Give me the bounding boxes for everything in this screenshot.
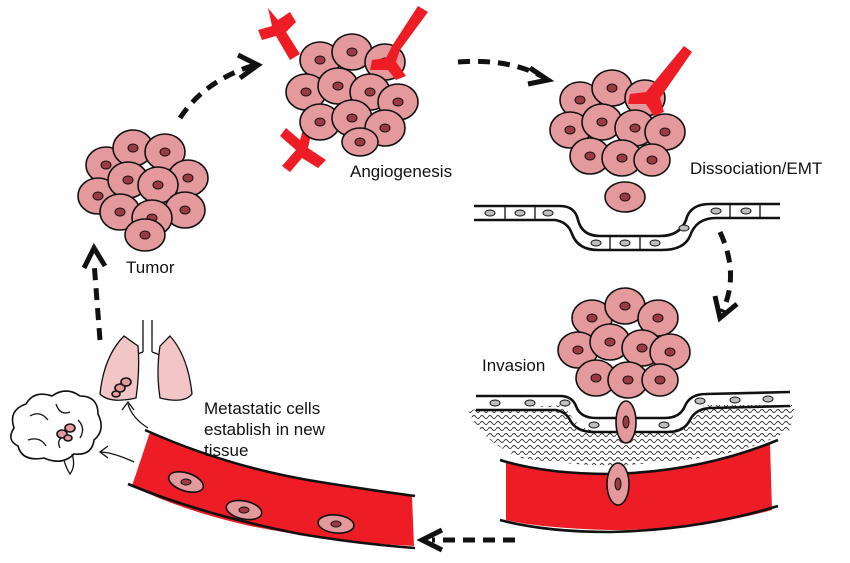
lung-icon: [99, 320, 193, 401]
blood-vessel-branch: [370, 6, 428, 80]
arrow-emt-to-invasion: [717, 230, 733, 314]
tumor-cluster: [77, 129, 209, 252]
label-angiogenesis: Angiogenesis: [350, 162, 453, 181]
label-dissociation-emt: Dissociation/EMT: [690, 159, 823, 178]
arrowhead: [527, 65, 555, 87]
angiogenesis-cluster: [258, 6, 428, 172]
circulation-vessel: [127, 428, 416, 550]
arrow-vessel-to-lung: [127, 403, 149, 429]
invasion-group: [468, 287, 795, 534]
label-invasion: Invasion: [482, 356, 546, 375]
blood-vessel-branch: [258, 8, 300, 60]
arrowhead: [236, 52, 263, 81]
label-metastasis: Metastatic cells establish in new tissue: [204, 399, 325, 460]
blood-vessel-branch: [280, 126, 326, 172]
arrow-tumor-to-angiogenesis: [177, 62, 256, 120]
blood-vessel-branch: [628, 46, 692, 116]
arrow-vessel-to-brain: [99, 451, 135, 463]
endothelium: [474, 202, 780, 252]
arrow-lung-to-tumor: [91, 261, 103, 341]
blood-vessel: [506, 444, 772, 530]
brain-icon: [10, 390, 102, 476]
cycle-arrows: [81, 52, 739, 553]
label-tumor: Tumor: [126, 258, 175, 277]
arrowhead: [416, 527, 444, 553]
dissociation-emt-group: [474, 46, 780, 252]
arrowhead: [81, 242, 108, 270]
arrowhead: [712, 295, 739, 323]
